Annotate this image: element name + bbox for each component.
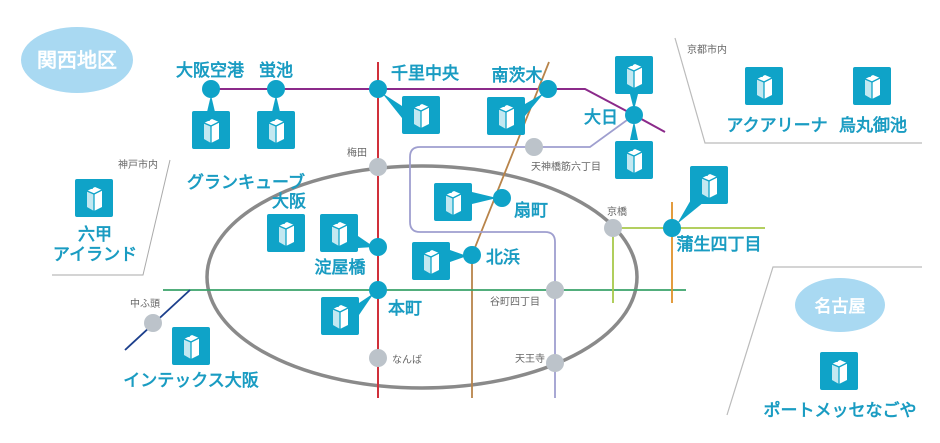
station-hotarugaike[interactable]: [267, 80, 285, 98]
venue-label-yodoyabashi: 淀屋橋: [315, 257, 367, 278]
venue-label-senri-chuo: 千里中央: [391, 63, 460, 84]
building-icon-hotarugaike[interactable]: [257, 111, 295, 149]
station-hommachi[interactable]: [369, 281, 387, 299]
kyoto-divider: [674, 37, 922, 144]
area-label-kobe: 神戸市内: [118, 158, 158, 171]
station-label-umeda: 梅田: [347, 146, 367, 159]
building-icon-karasuma-oike[interactable]: [853, 67, 891, 105]
building-icon-gamo[interactable]: [690, 166, 728, 204]
venue-label-portmesse: ポートメッセなごや: [764, 400, 917, 421]
venue-label-minami-ibaraki: 南茨木: [492, 65, 544, 86]
building-icon-dainichi-north[interactable]: [615, 56, 653, 94]
monorail-line: [211, 88, 666, 133]
nagoya-region-badge: 名古屋: [795, 278, 885, 332]
station-label-tenjimbashi: 天神橋筋六丁目: [531, 160, 601, 173]
venue-label-osaka-airport: 大阪空港: [176, 60, 245, 81]
building-icon-rokko-island[interactable]: [75, 179, 113, 217]
venue-label-ogimachi: 扇町: [514, 200, 548, 221]
building-icon-grandcube[interactable]: [267, 214, 305, 252]
station-osaka-airport[interactable]: [202, 80, 220, 98]
area-label-kyoto: 京都市内: [687, 43, 727, 56]
building-icon-kitahama[interactable]: [412, 242, 450, 280]
building-icon-osaka-airport[interactable]: [192, 111, 230, 149]
building-icon-intex[interactable]: [172, 327, 210, 365]
station-senri-chuo[interactable]: [369, 80, 387, 98]
station-namba[interactable]: [369, 349, 387, 367]
venue-label-grandcube-1: グランキューブ: [187, 172, 305, 193]
station-label-namba: なんば: [392, 354, 422, 366]
venue-label-hommachi: 本町: [388, 298, 422, 319]
venue-label-dainichi: 大日: [584, 107, 618, 128]
icon-pointers: [207, 93, 704, 315]
station-kyobashi[interactable]: [604, 219, 622, 237]
venue-label-kitahama: 北浜: [486, 248, 520, 268]
venue-label-grandcube-2: 大阪: [272, 191, 306, 212]
nagoya-label: 名古屋: [815, 296, 866, 317]
venue-label-aqua-arena: アクアリーナ: [726, 116, 827, 136]
tanimachi-line: [409, 114, 635, 398]
loop-line: [205, 164, 639, 390]
building-icon-portmesse[interactable]: [820, 352, 858, 390]
venue-label-rokko-1: 六甲: [78, 224, 112, 245]
kansai-region-badge: 関西地区: [21, 27, 133, 93]
building-icon-dainichi-south[interactable]: [615, 141, 653, 179]
station-label-kyobashi: 京橋: [607, 205, 627, 218]
building-icon-aqua-arena[interactable]: [745, 67, 783, 105]
station-label-nakafuto: 中ふ頭: [130, 297, 160, 310]
station-umeda[interactable]: [369, 158, 387, 176]
station-yodoyabashi[interactable]: [369, 238, 387, 256]
building-icon-minami-ibaraki[interactable]: [487, 97, 525, 135]
venue-label-gamo: 蒲生四丁目: [677, 234, 762, 255]
building-icon-yodoyabashi[interactable]: [320, 214, 358, 252]
kansai-label: 関西地区: [37, 48, 117, 72]
station-kitahama[interactable]: [463, 246, 481, 264]
station-tennoji[interactable]: [546, 354, 564, 372]
building-icon-hommachi[interactable]: [321, 297, 359, 335]
station-ogimachi[interactable]: [493, 189, 511, 207]
station-label-tennoji: 天王寺: [515, 353, 545, 365]
venue-label-hotarugaike: 蛍池: [259, 60, 293, 81]
station-label-tanimachi: 谷町四丁目: [490, 296, 540, 308]
station-minami-ibaraki[interactable]: [539, 80, 557, 98]
station-dainichi[interactable]: [625, 106, 643, 124]
kobe-divider: [52, 159, 171, 276]
station-gamo[interactable]: [663, 219, 681, 237]
station-nakafuto[interactable]: [144, 314, 162, 332]
building-icon-ogimachi[interactable]: [434, 183, 472, 221]
venue-label-rokko-2: アイランド: [53, 245, 137, 265]
building-icon-senri-chuo[interactable]: [402, 96, 440, 134]
station-tanimachi[interactable]: [546, 281, 564, 299]
venue-label-intex: インテックス大阪: [123, 370, 259, 391]
nagoya-divider: [726, 266, 922, 416]
station-tenjimbashi[interactable]: [525, 138, 543, 156]
venue-label-karasuma-oike: 烏丸御池: [839, 115, 907, 136]
